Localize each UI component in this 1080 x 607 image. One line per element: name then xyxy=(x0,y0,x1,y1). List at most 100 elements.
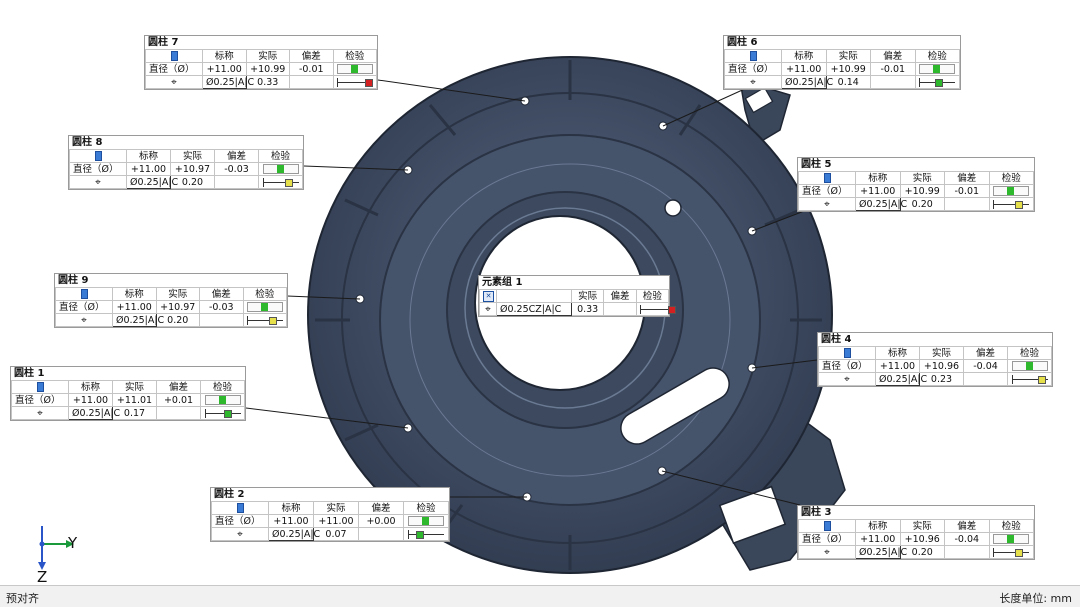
position-icon: ⌖ xyxy=(818,372,876,386)
header-nominal: 标称 xyxy=(855,519,901,533)
header-deviation: 偏差 xyxy=(603,289,637,303)
header-deviation: 偏差 xyxy=(944,171,990,185)
position-icon: ⌖ xyxy=(479,302,497,316)
deviation-value: -0.03 xyxy=(214,162,259,176)
header-deviation: 偏差 xyxy=(870,49,916,63)
callout-title: 圆柱 6 xyxy=(727,37,758,48)
header-actual: 实际 xyxy=(313,501,359,515)
position-bar xyxy=(988,545,1034,559)
actual-value: +10.99 xyxy=(245,62,290,76)
nominal-value: +11.00 xyxy=(875,359,920,373)
status-length-unit: 长度单位: mm xyxy=(999,592,1072,605)
tolerance-meter xyxy=(988,532,1034,546)
header-check: 检验 xyxy=(200,380,245,394)
position-bar xyxy=(258,175,303,189)
position-bar xyxy=(403,527,449,541)
header-deviation: 偏差 xyxy=(289,49,334,63)
header-actual: 实际 xyxy=(899,171,945,185)
feature-control-frame: Ø0.25|A|C xyxy=(112,313,164,327)
actual-value: +10.97 xyxy=(170,162,215,176)
callout-cylinder-8[interactable]: 圆柱 8 标称实际偏差检验 直径（Ø）+11.00+10.97-0.03 ⌖Ø0… xyxy=(68,135,304,190)
deviation-value: -0.01 xyxy=(289,62,334,76)
axis-triad xyxy=(38,526,74,570)
position-actual: 0.17 xyxy=(112,406,157,420)
callout-cylinder-6[interactable]: 圆柱 6 标称实际偏差检验 直径（Ø）+11.00+10.99-0.01 ⌖Ø0… xyxy=(723,35,961,90)
actual-value: +10.99 xyxy=(899,184,945,198)
nominal-value: +11.00 xyxy=(855,532,901,546)
tolerance-meter xyxy=(403,514,449,528)
position-actual: 0.20 xyxy=(899,197,945,211)
header-actual: 实际 xyxy=(112,380,157,394)
callout-cylinder-9[interactable]: 圆柱 9 标称实际偏差检验 直径（Ø）+11.00+10.97-0.03 ⌖Ø0… xyxy=(54,273,288,328)
deviation-value: -0.01 xyxy=(870,62,916,76)
position-bar xyxy=(988,197,1034,211)
callout-cylinder-1[interactable]: 圆柱 1 标称实际偏差检验 直径（Ø）+11.00+11.01+0.01 ⌖Ø0… xyxy=(10,366,246,421)
header-check: 检验 xyxy=(988,171,1034,185)
callout-cylinder-7[interactable]: 圆柱 7 标称实际偏差检验 直径（Ø）+11.00+10.99-0.01 ⌖Ø0… xyxy=(144,35,378,90)
position-bar xyxy=(1007,372,1052,386)
diameter-label: 直径（Ø） xyxy=(818,359,876,373)
header-actual: 实际 xyxy=(245,49,290,63)
position-bar xyxy=(200,406,245,420)
callout-cylinder-5[interactable]: 圆柱 5 标称实际偏差检验 直径（Ø）+11.00+10.99-0.01 ⌖Ø0… xyxy=(797,157,1035,212)
position-icon: ⌖ xyxy=(11,406,69,420)
group-icon: ✕ xyxy=(479,289,497,303)
deviation-value: -0.03 xyxy=(199,300,244,314)
callout-cylinder-2[interactable]: 圆柱 2 标称实际偏差检验 直径（Ø）+11.00+11.00+0.00 ⌖Ø0… xyxy=(210,487,450,542)
3d-viewport[interactable]: 圆柱 7 标称实际偏差检验 直径（Ø）+11.00+10.99-0.01 ⌖Ø0… xyxy=(0,0,1080,586)
tolerance-meter xyxy=(258,162,303,176)
header-check: 检验 xyxy=(332,49,377,63)
feature-control-frame: Ø0.25|A|C xyxy=(855,197,907,211)
header-check: 检验 xyxy=(242,287,287,301)
leader-8 xyxy=(303,165,409,171)
nominal-value: +11.00 xyxy=(855,184,901,198)
feature-control-frame: Ø0.25|A|C xyxy=(68,406,120,420)
actual-value: +11.00 xyxy=(313,514,359,528)
header-nominal: 标称 xyxy=(781,49,827,63)
header-actual: 实际 xyxy=(570,289,605,303)
axis-y-label: Y xyxy=(68,534,78,552)
header-nominal: 标称 xyxy=(126,149,171,163)
tolerance-meter xyxy=(1007,359,1052,373)
leader-1 xyxy=(245,407,409,429)
deviation-value: +0.01 xyxy=(156,393,201,407)
position-icon: ⌖ xyxy=(798,545,856,559)
header-deviation: 偏差 xyxy=(963,346,1008,360)
cylinder-icon xyxy=(798,171,856,185)
axis-z-label: Z xyxy=(37,568,48,586)
callout-cylinder-3[interactable]: 圆柱 3 标称实际偏差检验 直径（Ø）+11.00+10.96-0.04 ⌖Ø0… xyxy=(797,505,1035,560)
header-check: 检验 xyxy=(914,49,960,63)
position-actual: 0.07 xyxy=(313,527,359,541)
diameter-label: 直径（Ø） xyxy=(211,514,269,528)
leader-9 xyxy=(286,295,361,300)
diameter-label: 直径（Ø） xyxy=(55,300,113,314)
diameter-label: 直径（Ø） xyxy=(145,62,203,76)
tolerance-meter xyxy=(200,393,245,407)
nominal-value: +11.00 xyxy=(202,62,247,76)
actual-value: +10.97 xyxy=(155,300,200,314)
callout-title: 圆柱 2 xyxy=(214,489,245,500)
callout-title: 圆柱 5 xyxy=(801,159,832,170)
tolerance-meter xyxy=(914,62,960,76)
position-icon: ⌖ xyxy=(211,527,269,541)
callout-title: 圆柱 8 xyxy=(72,137,103,148)
position-actual: 0.20 xyxy=(170,175,215,189)
position-bar xyxy=(914,75,960,89)
deviation-value: -0.04 xyxy=(963,359,1008,373)
tolerance-meter xyxy=(332,62,377,76)
cylinder-icon xyxy=(145,49,203,63)
feature-control-frame: Ø0.25|A|C xyxy=(202,75,254,89)
header-nominal: 标称 xyxy=(202,49,247,63)
status-prealign: 预对齐 xyxy=(6,592,39,605)
nominal-value: +11.00 xyxy=(268,514,314,528)
callout-title: 圆柱 1 xyxy=(14,368,45,379)
cylinder-icon xyxy=(55,287,113,301)
deviation-value: -0.04 xyxy=(944,532,990,546)
callout-cylinder-4[interactable]: 圆柱 4 标称实际偏差检验 直径（Ø）+11.00+10.96-0.04 ⌖Ø0… xyxy=(817,332,1053,387)
diameter-label: 直径（Ø） xyxy=(798,532,856,546)
status-bar: 预对齐 长度单位: mm xyxy=(0,585,1080,607)
callout-title: 圆柱 4 xyxy=(821,334,852,345)
cylinder-icon xyxy=(11,380,69,394)
nominal-value: +11.00 xyxy=(68,393,113,407)
